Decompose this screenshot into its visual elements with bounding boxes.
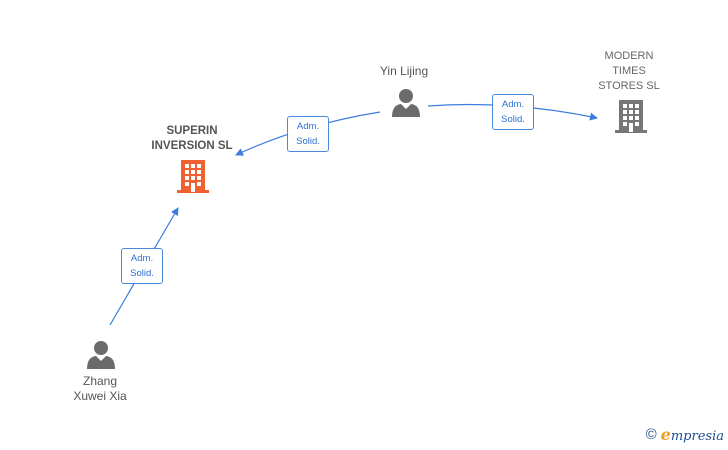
company-label-superin: SUPERIN INVERSION SL [151,125,233,152]
edge-label-zhang-superin[interactable]: Adm. Solid. [121,248,163,284]
brand-name: mpresia [670,429,724,444]
company-label-modern-times: MODERN TIMES STORES SL [598,50,660,92]
edge-label-yin-superin[interactable]: Adm. Solid. [287,116,329,152]
brand-initial: e [660,425,671,444]
person-icon[interactable] [86,340,116,370]
person-icon[interactable] [391,88,421,118]
empresia-watermark: © empresia [646,425,724,444]
edge-label-yin-modern[interactable]: Adm. Solid. [492,94,534,130]
building-icon[interactable] [177,158,209,194]
person-label-zhang-xuwei-xia: Zhang Xuwei Xia [73,374,127,403]
building-icon[interactable] [615,98,647,134]
person-label-yin-lijing: Yin Lijing [379,64,429,78]
copyright-icon: © [645,426,657,443]
